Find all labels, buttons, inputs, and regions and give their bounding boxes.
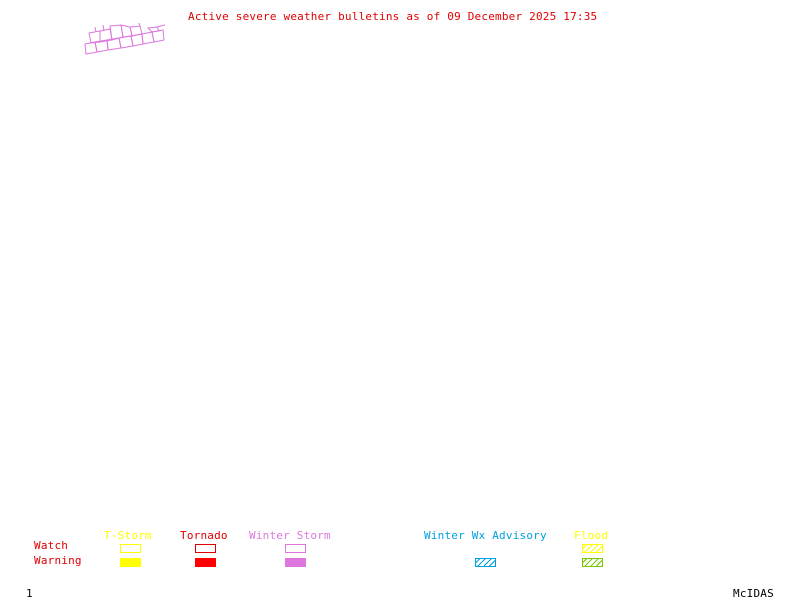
tstorm-watch-swatch — [120, 544, 141, 553]
legend-label-winter-storm: Winter Storm — [249, 529, 331, 542]
legend-label-flood: Flood — [574, 529, 609, 542]
legend-row-warning: Warning — [34, 554, 82, 567]
legend-label-tornado: Tornado — [180, 529, 228, 542]
winter-advisory-swatch — [475, 558, 496, 567]
winter-storm-zone-polygons — [84, 22, 166, 55]
weather-map — [84, 22, 166, 55]
legend-label-tstorm: T-Storm — [104, 529, 152, 542]
zone-outline — [129, 25, 143, 37]
frame-number: 1 — [26, 587, 33, 600]
tornado-warning-swatch — [195, 558, 216, 567]
winter-storm-warning-swatch — [285, 558, 306, 567]
tornado-watch-swatch — [195, 544, 216, 553]
mcidas-label: McIDAS — [733, 587, 774, 600]
tstorm-warning-swatch — [120, 558, 141, 567]
legend-label-winter-advisory: Winter Wx Advisory — [424, 529, 547, 542]
winter-storm-watch-swatch — [285, 544, 306, 553]
zone-outline — [102, 24, 105, 32]
flood-warning-swatch — [582, 558, 603, 567]
zone-outline — [146, 26, 160, 33]
zone-outline — [138, 22, 141, 27]
bulletin-title: Active severe weather bulletins as of 09… — [188, 10, 598, 23]
legend-row-watch: Watch — [34, 539, 69, 552]
zone-outline — [156, 24, 166, 28]
flood-watch-swatch — [582, 544, 603, 553]
zone-outline — [94, 26, 97, 33]
